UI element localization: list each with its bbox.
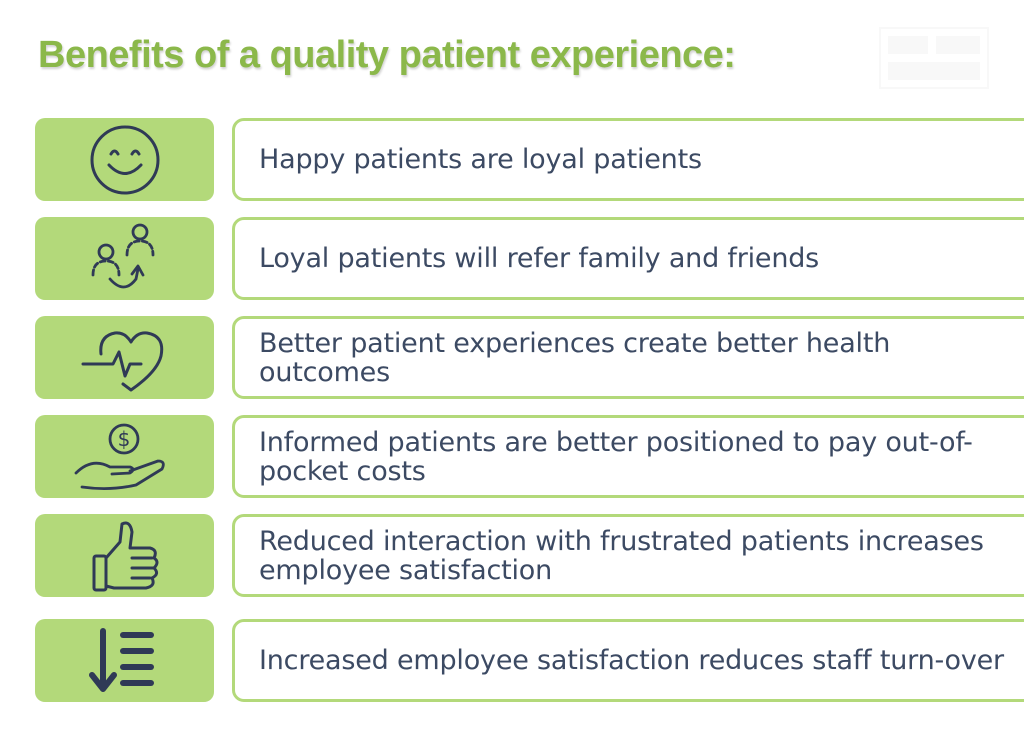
- benefit-text-box: Happy patients are loyal patients: [232, 118, 1024, 201]
- icon-tile: [35, 118, 214, 201]
- smiley-face-icon: [90, 125, 159, 194]
- benefit-text: Better patient experiences create better…: [259, 327, 891, 388]
- benefit-row: $ Informed patients are better positione…: [35, 415, 1024, 498]
- benefit-text: Loyal patients will refer family and fri…: [259, 243, 820, 274]
- benefit-text-box: Reduced interaction with frustrated pati…: [232, 514, 1024, 597]
- icon-tile: [35, 619, 214, 702]
- benefit-text: Increased employee satisfaction reduces …: [259, 645, 1004, 676]
- faint-logo-watermark: [879, 27, 989, 89]
- benefit-row: Better patient experiences create better…: [35, 316, 1024, 399]
- page-title: Benefits of a quality patient experience…: [38, 34, 736, 76]
- benefit-text-box: Increased employee satisfaction reduces …: [232, 619, 1024, 702]
- icon-tile: [35, 514, 214, 597]
- benefit-text: Reduced interaction with frustrated pati…: [259, 525, 984, 586]
- benefit-row: Reduced interaction with frustrated pati…: [35, 514, 1024, 597]
- benefit-text-box: Loyal patients will refer family and fri…: [232, 217, 1024, 300]
- benefit-text-box: Informed patients are better positioned …: [232, 415, 1024, 498]
- icon-tile: [35, 217, 214, 300]
- benefit-text: Informed patients are better positioned …: [259, 426, 973, 487]
- sort-descending-icon: [88, 627, 154, 692]
- benefit-row: Increased employee satisfaction reduces …: [35, 619, 1024, 702]
- hand-dollar-coin-icon: $: [74, 423, 165, 490]
- benefit-text-box: Better patient experiences create better…: [232, 316, 1024, 399]
- heartbeat-heart-icon: [81, 330, 163, 391]
- benefit-row: Happy patients are loyal patients: [35, 118, 1024, 201]
- benefit-row: Loyal patients will refer family and fri…: [35, 217, 1024, 300]
- benefit-text: Happy patients are loyal patients: [259, 144, 702, 175]
- thumbs-up-icon: [92, 521, 158, 591]
- svg-text:$: $: [117, 427, 130, 451]
- referral-people-icon: [91, 223, 154, 288]
- icon-tile: $: [35, 415, 214, 498]
- icon-tile: [35, 316, 214, 399]
